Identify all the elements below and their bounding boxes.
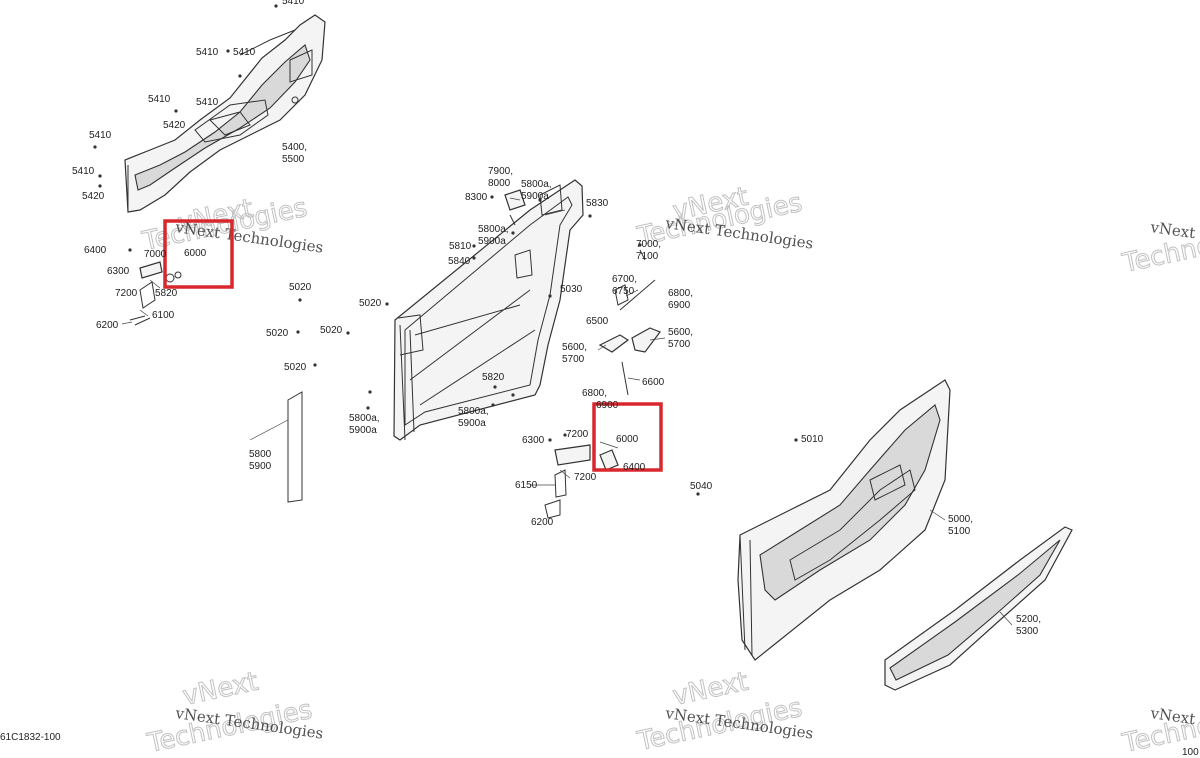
callout-5410[interactable]: 5410: [196, 47, 219, 58]
callout-5410[interactable]: 5410: [89, 130, 112, 141]
callout-5600[interactable]: 5600,: [668, 327, 693, 338]
callout-6900[interactable]: 6900: [596, 400, 619, 411]
callout-6400[interactable]: 6400: [84, 245, 107, 256]
callout-7200[interactable]: 7200: [574, 472, 597, 483]
highlight-box-6000-center: [592, 402, 663, 472]
callout-6200[interactable]: 6200: [531, 517, 554, 528]
leader-lines: [121, 197, 1013, 626]
hinge-left: [129, 261, 182, 326]
callout-5300[interactable]: 5300: [1016, 626, 1039, 637]
callout-labels[interactable]: 5410 5410 5410 5410 5410 5420 5410 5410 …: [72, 0, 1041, 637]
callout-5800a[interactable]: 5800a,: [521, 179, 552, 190]
door-frame: [393, 179, 584, 441]
callout-5820[interactable]: 5820: [482, 372, 505, 383]
callout-5020[interactable]: 5020: [266, 328, 289, 339]
callout-5830[interactable]: 5830: [586, 198, 609, 209]
door-window-panel: [287, 391, 303, 503]
callout-5500[interactable]: 5500: [282, 154, 305, 165]
callout-7200[interactable]: 7200: [115, 288, 138, 299]
callout-6200[interactable]: 6200: [96, 320, 119, 331]
callout-5100[interactable]: 5100: [948, 526, 971, 537]
callout-5840[interactable]: 5840: [448, 256, 471, 267]
callout-6600[interactable]: 6600: [642, 377, 665, 388]
callout-5400[interactable]: 5400,: [282, 142, 307, 153]
callout-5800a[interactable]: 5800a,: [478, 224, 509, 235]
callout-5020[interactable]: 5020: [359, 298, 382, 309]
drawing-code: 61C1832-100: [0, 732, 61, 743]
callout-6300[interactable]: 6300: [522, 435, 545, 446]
callout-5410[interactable]: 5410: [196, 97, 219, 108]
callout-5020[interactable]: 5020: [289, 282, 312, 293]
callout-5040[interactable]: 5040: [690, 481, 713, 492]
callout-5900a[interactable]: 5900a: [521, 191, 549, 202]
highlight-box-6000-left: [163, 219, 234, 289]
front-door-panel: [737, 379, 951, 661]
callout-5000[interactable]: 5000,: [948, 514, 973, 525]
callout-7000[interactable]: 7000,: [636, 239, 661, 250]
callout-5900a[interactable]: 5900a: [458, 418, 486, 429]
callout-7200[interactable]: 7200: [566, 429, 589, 440]
callout-5800a[interactable]: 5800a,: [349, 413, 380, 424]
callout-5410[interactable]: 5410: [148, 94, 171, 105]
callout-5420[interactable]: 5420: [82, 191, 105, 202]
callout-5410[interactable]: 5410: [233, 47, 256, 58]
callout-5800[interactable]: 5800: [249, 449, 272, 460]
callout-8000[interactable]: 8000: [488, 178, 511, 189]
callout-6750[interactable]: 6750: [612, 286, 635, 297]
callout-6700[interactable]: 6700,: [612, 274, 637, 285]
callout-6400[interactable]: 6400: [623, 462, 646, 473]
callout-5700[interactable]: 5700: [668, 339, 691, 350]
callout-5030[interactable]: 5030: [560, 284, 583, 295]
callout-6100[interactable]: 6100: [152, 310, 175, 321]
callout-7100[interactable]: 7100: [636, 251, 659, 262]
callout-5900a[interactable]: 5900a: [478, 236, 506, 247]
watermark-fragment: vNext: [180, 667, 261, 712]
callout-5410[interactable]: 5410: [72, 166, 95, 177]
latch-bracket: [504, 189, 619, 471]
callout-5420[interactable]: 5420: [163, 120, 186, 131]
callout-5020[interactable]: 5020: [284, 362, 307, 373]
watermark-group: Technologies vNext vNext Technologies Te…: [139, 181, 1200, 758]
callout-6000[interactable]: 6000: [184, 248, 207, 259]
callout-5810[interactable]: 5810: [449, 241, 472, 252]
callout-5800a[interactable]: 5800a,: [458, 406, 489, 417]
callout-5900[interactable]: 5900: [249, 461, 272, 472]
callout-7900[interactable]: 7900,: [488, 166, 513, 177]
callout-7000[interactable]: 7000: [144, 249, 167, 260]
interior-handle: [598, 249, 661, 396]
callout-5010[interactable]: 5010: [801, 434, 824, 445]
page-number: 100: [1182, 747, 1199, 758]
callout-6900[interactable]: 6900: [668, 300, 691, 311]
fastener-dots: [93, 4, 798, 496]
callout-5600[interactable]: 5600,: [562, 342, 587, 353]
door-lower-panel: [884, 526, 1073, 691]
rear-door-trim-panel: [124, 14, 326, 213]
callout-5020[interactable]: 5020: [320, 325, 343, 336]
callout-5410[interactable]: 5410: [282, 0, 305, 7]
callout-6300[interactable]: 6300: [107, 266, 130, 277]
callout-5820[interactable]: 5820: [155, 288, 178, 299]
callout-5900a[interactable]: 5900a: [349, 425, 377, 436]
callout-5700[interactable]: 5700: [562, 354, 585, 365]
callout-6000[interactable]: 6000: [616, 434, 639, 445]
callout-6150[interactable]: 6150: [515, 480, 538, 491]
callout-6500[interactable]: 6500: [586, 316, 609, 327]
callout-8300[interactable]: 8300: [465, 192, 488, 203]
callout-6800[interactable]: 6800,: [668, 288, 693, 299]
hinge-center: [544, 444, 591, 519]
callout-6800[interactable]: 6800,: [582, 388, 607, 399]
callout-5200[interactable]: 5200,: [1016, 614, 1041, 625]
highlight-boxes: [163, 219, 663, 472]
